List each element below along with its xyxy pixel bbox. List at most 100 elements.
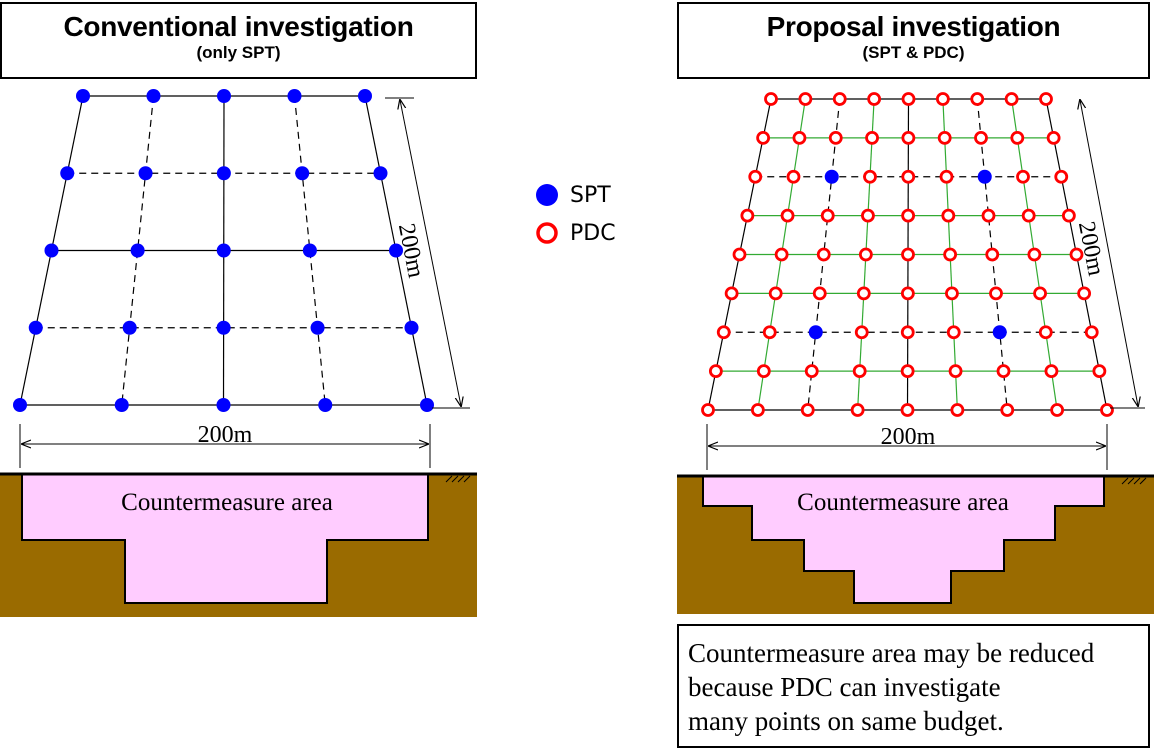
spt-point — [28, 320, 43, 335]
pdc-point — [756, 130, 771, 145]
pdc-point — [780, 208, 795, 223]
conventional-title: Conventional investigation — [63, 11, 414, 42]
pdc-point — [750, 403, 765, 417]
spt-point — [318, 398, 333, 412]
pdc-point — [800, 403, 815, 417]
pdc-point — [996, 364, 1011, 379]
note-line-3: many points on same budget. — [688, 706, 1004, 736]
spt-point — [824, 169, 839, 184]
spt-point — [358, 89, 372, 103]
pdc-point — [804, 364, 819, 379]
pdc-point — [820, 208, 835, 223]
pdc-point — [1046, 130, 1061, 145]
note-line-1: Countermeasure area may be reduced — [688, 638, 1095, 668]
pdc-point — [816, 247, 831, 262]
conventional-width-label: 200m — [198, 422, 253, 448]
spt-point — [287, 89, 302, 103]
proposal-width-label: 200m — [881, 424, 936, 450]
proposal-depth-label: 200m — [1073, 219, 1109, 278]
spt-point — [302, 243, 317, 258]
countermeasure-area — [702, 475, 1105, 604]
pdc-point — [701, 403, 715, 417]
pdc-point — [901, 169, 916, 184]
spt-point — [216, 320, 231, 335]
pdc-point — [716, 325, 731, 340]
pdc-point — [812, 286, 827, 301]
spt-point — [138, 166, 153, 181]
pdc-point — [762, 325, 777, 340]
spt-point — [295, 166, 310, 181]
pdc-point — [901, 247, 915, 262]
spt-point — [808, 325, 823, 340]
pdc-point — [867, 92, 882, 106]
note-line-2: because PDC can investigate — [688, 672, 1001, 702]
spt-point — [217, 89, 231, 103]
pdc-point — [937, 130, 952, 145]
pdc-point — [900, 403, 915, 417]
pdc-point — [861, 208, 875, 223]
pdc-point — [1000, 403, 1015, 417]
pdc-point — [1061, 208, 1076, 223]
pdc-point — [981, 208, 996, 223]
pdc-point — [863, 169, 877, 184]
note-box: Countermeasure area may be reduced becau… — [677, 624, 1150, 748]
pdc-point — [856, 286, 871, 301]
pdc-point — [1027, 247, 1042, 262]
spt-point — [404, 320, 419, 335]
pdc-point — [1021, 208, 1036, 223]
pdc-point — [764, 92, 778, 106]
pdc-marker-icon — [536, 222, 558, 244]
legend-pdc: PDC — [534, 220, 616, 246]
pdc-point — [1016, 169, 1030, 184]
pdc-point — [900, 364, 915, 379]
pdc-point — [858, 247, 873, 262]
pdc-point — [901, 92, 916, 106]
pdc-point — [1004, 92, 1019, 106]
spt-point — [310, 320, 325, 335]
proposal-subtitle: (SPT & PDC) — [862, 43, 965, 62]
pdc-point — [970, 92, 985, 106]
spt-point — [216, 398, 231, 412]
pdc-point — [786, 169, 801, 184]
countermeasure-area — [21, 473, 429, 604]
pdc-point — [1092, 364, 1107, 379]
spt-point — [420, 398, 434, 412]
legend-spt-label: SPT — [570, 182, 611, 208]
spt-point — [373, 166, 388, 181]
proposal-cross-section: Countermeasure area — [677, 474, 1154, 614]
spt-point — [130, 243, 145, 258]
pdc-point — [1084, 325, 1099, 340]
spt-point — [60, 166, 75, 181]
pdc-point — [946, 325, 961, 340]
proposal-area-label: Countermeasure area — [797, 489, 1009, 516]
legend-pdc-label: PDC — [570, 220, 616, 246]
pdc-point — [724, 286, 739, 301]
proposal-grid — [701, 92, 1114, 417]
spt-point — [977, 169, 992, 184]
spt-point — [44, 243, 59, 258]
pdc-point — [901, 130, 916, 145]
pdc-point — [732, 247, 747, 262]
pdc-point — [900, 286, 915, 301]
pdc-point — [850, 403, 865, 417]
pdc-point — [1039, 92, 1053, 106]
spt-point — [114, 398, 129, 412]
pdc-point — [708, 364, 723, 379]
pdc-point — [1044, 364, 1059, 379]
pdc-point — [798, 92, 813, 106]
pdc-point — [1050, 403, 1065, 417]
pdc-point — [832, 92, 847, 106]
spt-point — [146, 89, 161, 103]
pdc-point — [985, 247, 1000, 262]
spt-marker-icon — [536, 184, 558, 206]
proposal-dimensions: 200m 200m — [706, 100, 1145, 470]
pdc-point — [792, 130, 807, 145]
proposal-title: Proposal investigation — [766, 11, 1061, 42]
pdc-point — [828, 130, 843, 145]
pdc-point — [852, 364, 867, 379]
conventional-grid — [13, 89, 434, 412]
pdc-point — [948, 364, 963, 379]
spt-point — [76, 89, 90, 103]
spt-point — [992, 325, 1007, 340]
